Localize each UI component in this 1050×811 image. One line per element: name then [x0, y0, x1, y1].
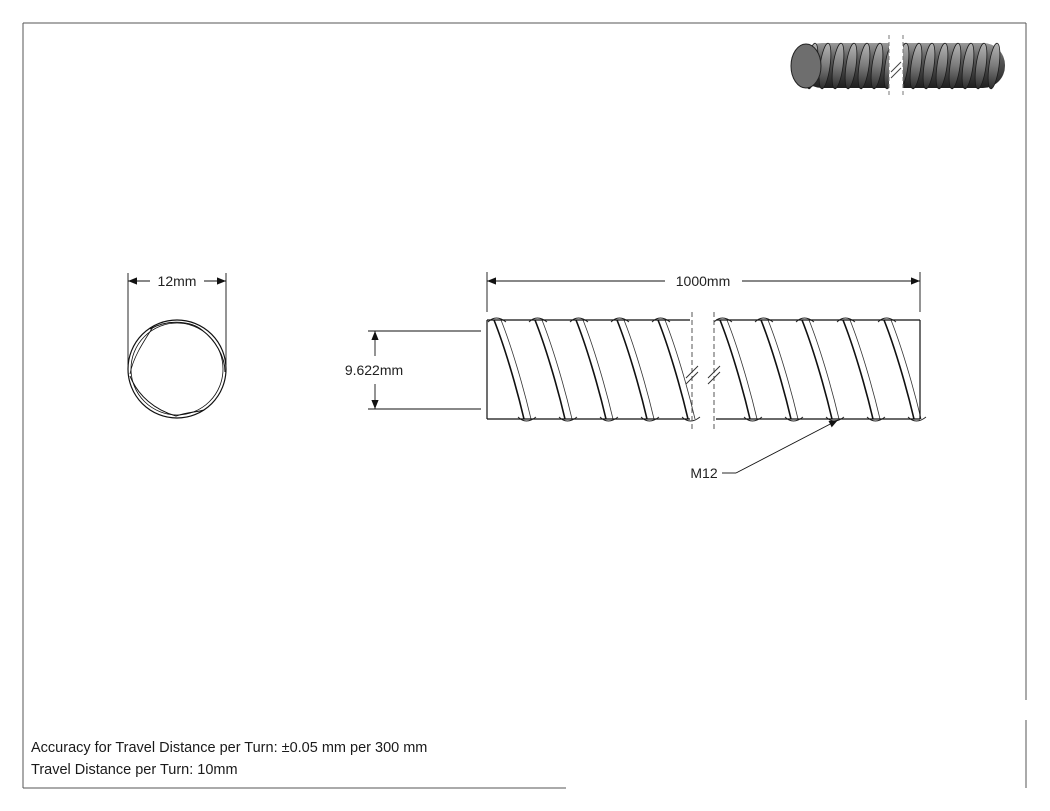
- thread-flank-crest: [610, 317, 660, 422]
- thread-flank-crest: [795, 317, 845, 422]
- break-lines: [685, 312, 721, 432]
- thread-flank-crest: [877, 317, 927, 422]
- thread-callout-label: M12: [690, 465, 717, 481]
- render-crest: [987, 42, 1001, 90]
- travel-note: Travel Distance per Turn: 10mm: [31, 762, 238, 778]
- end-view: [127, 319, 227, 419]
- render-crest: [909, 42, 923, 90]
- accuracy-note: Accuracy for Travel Distance per Turn: ±…: [31, 740, 428, 756]
- thread-flank-crest: [713, 317, 763, 422]
- thread-flank-crest: [651, 317, 701, 422]
- render-crest: [974, 42, 988, 90]
- length-label: 1000mm: [676, 273, 730, 289]
- thread-flank-inner: [500, 319, 532, 420]
- thread-flank: [616, 319, 648, 420]
- render-crest: [844, 42, 858, 90]
- root-diameter-dimension: [368, 330, 481, 410]
- rod-render-thumbnail: [790, 35, 1005, 98]
- render-crest: [831, 42, 845, 90]
- thread-flank: [575, 319, 607, 420]
- thread-flank: [657, 319, 689, 420]
- render-crest: [961, 42, 975, 90]
- root-diameter-label: 9.622mm: [345, 362, 403, 378]
- thread-callout-leader: [722, 419, 839, 474]
- render-crest: [948, 42, 962, 90]
- thread-flank-inner: [623, 319, 655, 420]
- thread-flank-inner: [726, 319, 758, 420]
- render-crest: [857, 42, 871, 90]
- thread-flank-inner: [664, 319, 696, 420]
- thread-flanks-left: [487, 317, 701, 422]
- thread-flank: [801, 319, 833, 420]
- thread-flank: [842, 319, 874, 420]
- render-end-face: [790, 43, 822, 89]
- thread-flanks-right: [713, 317, 927, 422]
- render-break-gap: [889, 35, 903, 97]
- thread-flank-crest: [487, 317, 537, 422]
- thread-flank: [534, 319, 566, 420]
- thread-flank-inner: [849, 319, 881, 420]
- thread-flank-crest: [836, 317, 886, 422]
- thread-flank-inner: [808, 319, 840, 420]
- render-thread-crests: [805, 42, 1001, 90]
- thread-flank-crest: [569, 317, 619, 422]
- length-dimension: [486, 272, 921, 312]
- thread-flank: [883, 319, 915, 420]
- diameter-label: 12mm: [158, 273, 197, 289]
- thread-flank-inner: [582, 319, 614, 420]
- render-crest: [870, 42, 884, 90]
- thread-flank: [493, 319, 525, 420]
- diameter-dimension: [127, 273, 227, 365]
- thread-flank-crest: [754, 317, 804, 422]
- render-crest: [922, 42, 936, 90]
- thread-flank-crest: [528, 317, 578, 422]
- side-view: [486, 312, 927, 432]
- thread-flank-inner: [541, 319, 573, 420]
- thread-flank: [719, 319, 751, 420]
- thread-flank-inner: [890, 319, 922, 420]
- render-crest: [935, 42, 949, 90]
- thread-flank: [760, 319, 792, 420]
- sheet-border: [22, 22, 1027, 789]
- thread-flank-inner: [767, 319, 799, 420]
